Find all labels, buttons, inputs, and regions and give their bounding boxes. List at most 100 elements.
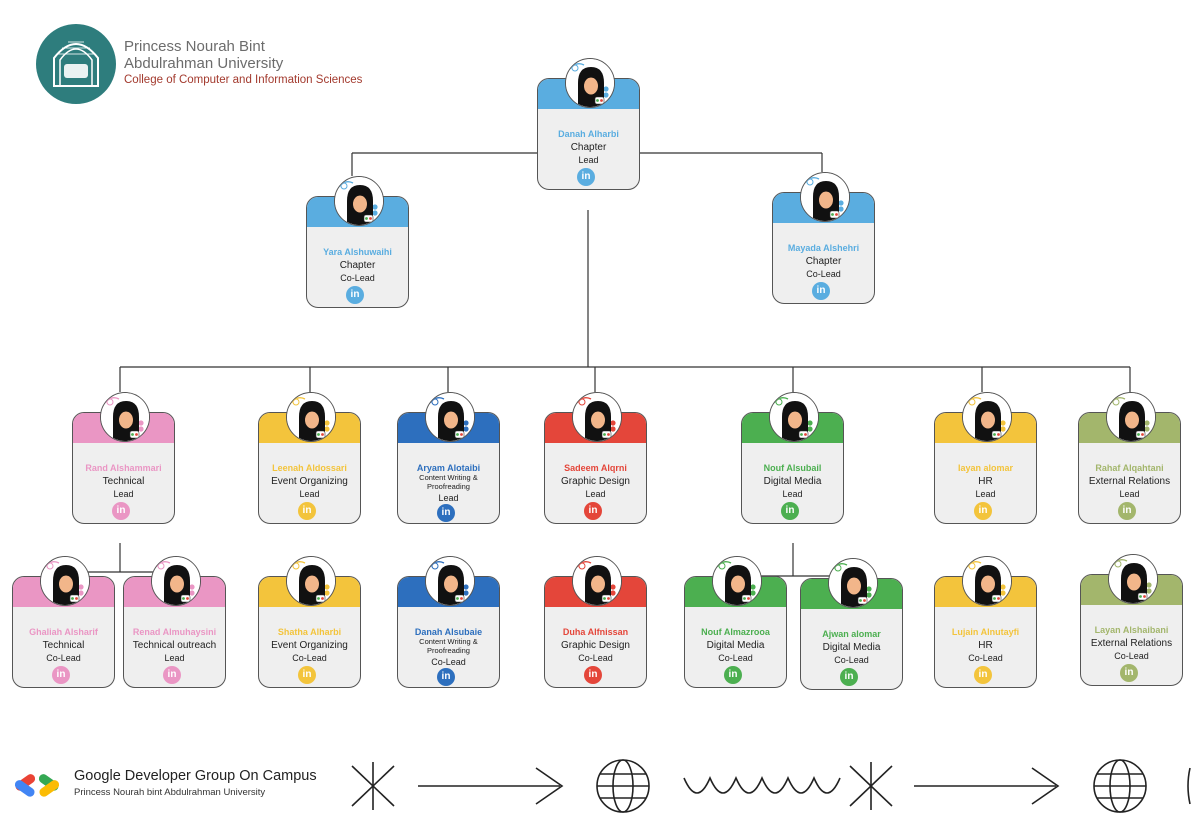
member-department: Event Organizing: [271, 640, 348, 651]
member-avatar: [425, 392, 475, 442]
member-role: Co-Lead: [968, 653, 1003, 663]
avatar-icon: [101, 393, 149, 441]
member-department: Technical outreach: [132, 640, 217, 651]
member-department: Graphic Design: [561, 476, 630, 487]
member-card-shatha-alharbi: Shatha Alharbi Event Organizing Co-Lead …: [258, 556, 361, 688]
member-card-nouf-almazrooa: Nouf Almazrooa Digital Media Co-Lead in: [684, 556, 787, 688]
linkedin-icon[interactable]: in: [52, 666, 70, 684]
linkedin-icon[interactable]: in: [724, 666, 742, 684]
member-department: Technical: [102, 476, 145, 487]
avatar-icon: [713, 557, 761, 605]
member-department: Chapter: [805, 256, 842, 267]
member-department: Digital Media: [763, 476, 822, 487]
member-role: Lead: [164, 653, 185, 663]
linkedin-icon[interactable]: in: [812, 282, 830, 300]
member-role: Co-Lead: [1114, 651, 1149, 661]
linkedin-icon[interactable]: in: [974, 666, 992, 684]
member-card-danah-alsubaie: Danah Alsubaie Content Writing & Proofre…: [397, 556, 500, 688]
avatar-icon: [335, 177, 383, 225]
globe-icon: [596, 759, 650, 813]
linkedin-icon[interactable]: in: [1120, 664, 1138, 682]
member-department: Graphic Design: [561, 640, 630, 651]
member-avatar: [828, 558, 878, 608]
avatar-icon: [963, 557, 1011, 605]
university-seal-logo: [36, 24, 116, 104]
avatar-icon: [573, 557, 621, 605]
linkedin-icon[interactable]: in: [437, 504, 455, 522]
linkedin-icon[interactable]: in: [584, 502, 602, 520]
member-card-mayada-alshehri: Mayada Alshehri Chapter Co-Lead in: [772, 172, 875, 304]
member-name: Duha Alfnissan: [562, 627, 629, 637]
member-department: HR: [978, 640, 993, 651]
member-department: External Relations: [1088, 476, 1171, 487]
member-role: Lead: [299, 489, 320, 499]
avatar-icon: [426, 393, 474, 441]
member-card-ajwan-alomar: Ajwan alomar Digital Media Co-Lead in: [800, 558, 903, 690]
member-department: External Relations: [1090, 638, 1173, 649]
member-name: Iayan alomar: [957, 463, 1014, 473]
member-department: Content Writing & Proofreading: [419, 473, 478, 491]
member-role: Co-Lead: [431, 657, 466, 667]
member-role: Lead: [585, 489, 606, 499]
avatar-icon: [963, 393, 1011, 441]
arrow-right-icon: [418, 767, 564, 805]
member-card-sadeem-alqrni: Sadeem Alqrni Graphic Design Lead in: [544, 392, 647, 524]
gdg-logo-icon: [12, 770, 64, 805]
member-avatar: [1108, 554, 1158, 604]
linkedin-icon[interactable]: in: [346, 286, 364, 304]
member-avatar: [334, 176, 384, 226]
linkedin-icon[interactable]: in: [298, 666, 316, 684]
member-card-layan-alshaibani: Layan Alshaibani External Relations Co-L…: [1080, 554, 1183, 686]
member-role: Lead: [975, 489, 996, 499]
member-name: Mayada Alshehri: [787, 243, 860, 253]
member-department: Digital Media: [822, 642, 881, 653]
member-role: Lead: [438, 493, 459, 503]
seal-arch-icon: [38, 26, 114, 102]
member-role: Lead: [578, 155, 599, 165]
member-avatar: [425, 556, 475, 606]
linkedin-icon[interactable]: in: [840, 668, 858, 686]
linkedin-icon[interactable]: in: [584, 666, 602, 684]
member-card-duha-alfnissan: Duha Alfnissan Graphic Design Co-Lead in: [544, 556, 647, 688]
linkedin-icon[interactable]: in: [298, 502, 316, 520]
member-name: Aryam Alotaibi: [416, 463, 481, 473]
linkedin-icon[interactable]: in: [781, 502, 799, 520]
member-card-danah-alharbi: Danah Alharbi Chapter Lead in: [537, 58, 640, 190]
linkedin-icon[interactable]: in: [437, 668, 455, 686]
member-role: Co-Lead: [578, 653, 613, 663]
college-name: College of Computer and Information Scie…: [124, 74, 363, 86]
avatar-icon: [770, 393, 818, 441]
member-department: Event Organizing: [271, 476, 348, 487]
linkedin-icon[interactable]: in: [112, 502, 130, 520]
member-name: Danah Alsubaie: [414, 627, 483, 637]
member-department: Technical: [42, 640, 85, 651]
member-card-yara-alshuwaihi: Yara Alshuwaihi Chapter Co-Lead in: [306, 176, 409, 308]
member-name: Renad Almuhaysini: [132, 627, 217, 637]
arrow-right-icon: [914, 767, 1060, 805]
member-avatar: [769, 392, 819, 442]
linkedin-icon[interactable]: in: [163, 666, 181, 684]
avatar-icon: [801, 173, 849, 221]
linkedin-icon[interactable]: in: [974, 502, 992, 520]
member-avatar: [572, 392, 622, 442]
member-name: Yara Alshuwaihi: [323, 247, 392, 257]
member-card-renad-almuhaysini: Renad Almuhaysini Technical outreach Lea…: [123, 556, 226, 688]
member-role: Lead: [782, 489, 803, 499]
linkedin-icon[interactable]: in: [577, 168, 595, 186]
member-avatar: [40, 556, 90, 606]
member-name: Nouf Almazrooa: [701, 627, 770, 637]
globe-icon: [1093, 759, 1147, 813]
member-card-rahaf-alqahtani: Rahaf Alqahtani External Relations Lead …: [1078, 392, 1181, 524]
member-avatar: [100, 392, 150, 442]
avatar-icon: [152, 557, 200, 605]
gdg-subtitle: Princess Nourah bint Abdulrahman Univers…: [74, 787, 266, 798]
linkedin-icon[interactable]: in: [1118, 502, 1136, 520]
member-role: Lead: [1119, 489, 1140, 499]
member-avatar: [151, 556, 201, 606]
member-avatar: [286, 392, 336, 442]
member-name: Ajwan alomar: [822, 629, 881, 639]
member-role: Co-Lead: [46, 653, 81, 663]
member-role: Lead: [113, 489, 134, 499]
